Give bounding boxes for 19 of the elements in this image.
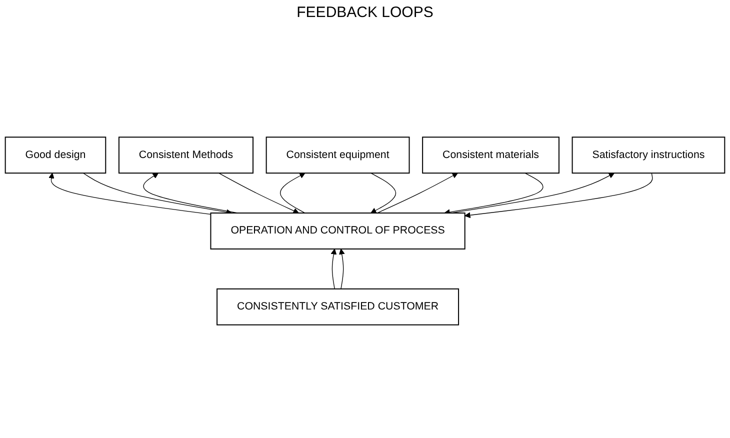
arrow: [376, 172, 458, 214]
arrow: [218, 172, 299, 214]
diagram-note: FEEDBACK LOOPS: [296, 4, 434, 21]
arrow: [280, 172, 306, 214]
node-box: Consistent equipment: [266, 136, 410, 174]
arrow: [82, 172, 232, 216]
arrow: [338, 248, 345, 290]
arrow: [143, 172, 238, 214]
node-box: CONSISTENTLY SATISFIED CUSTOMER: [216, 288, 460, 326]
arrow: [444, 172, 544, 216]
arrow: [464, 172, 653, 218]
node-box: Satisfactory instructions: [572, 136, 726, 174]
arrow: [330, 248, 337, 290]
node-box: Good design: [4, 136, 106, 174]
arrow: [48, 172, 212, 215]
node-box: OPERATION AND CONTROL OF PROCESS: [210, 212, 466, 250]
node-box: Consistent materials: [422, 136, 560, 174]
node-box: Consistent Methods: [118, 136, 254, 174]
arrow: [370, 172, 396, 214]
